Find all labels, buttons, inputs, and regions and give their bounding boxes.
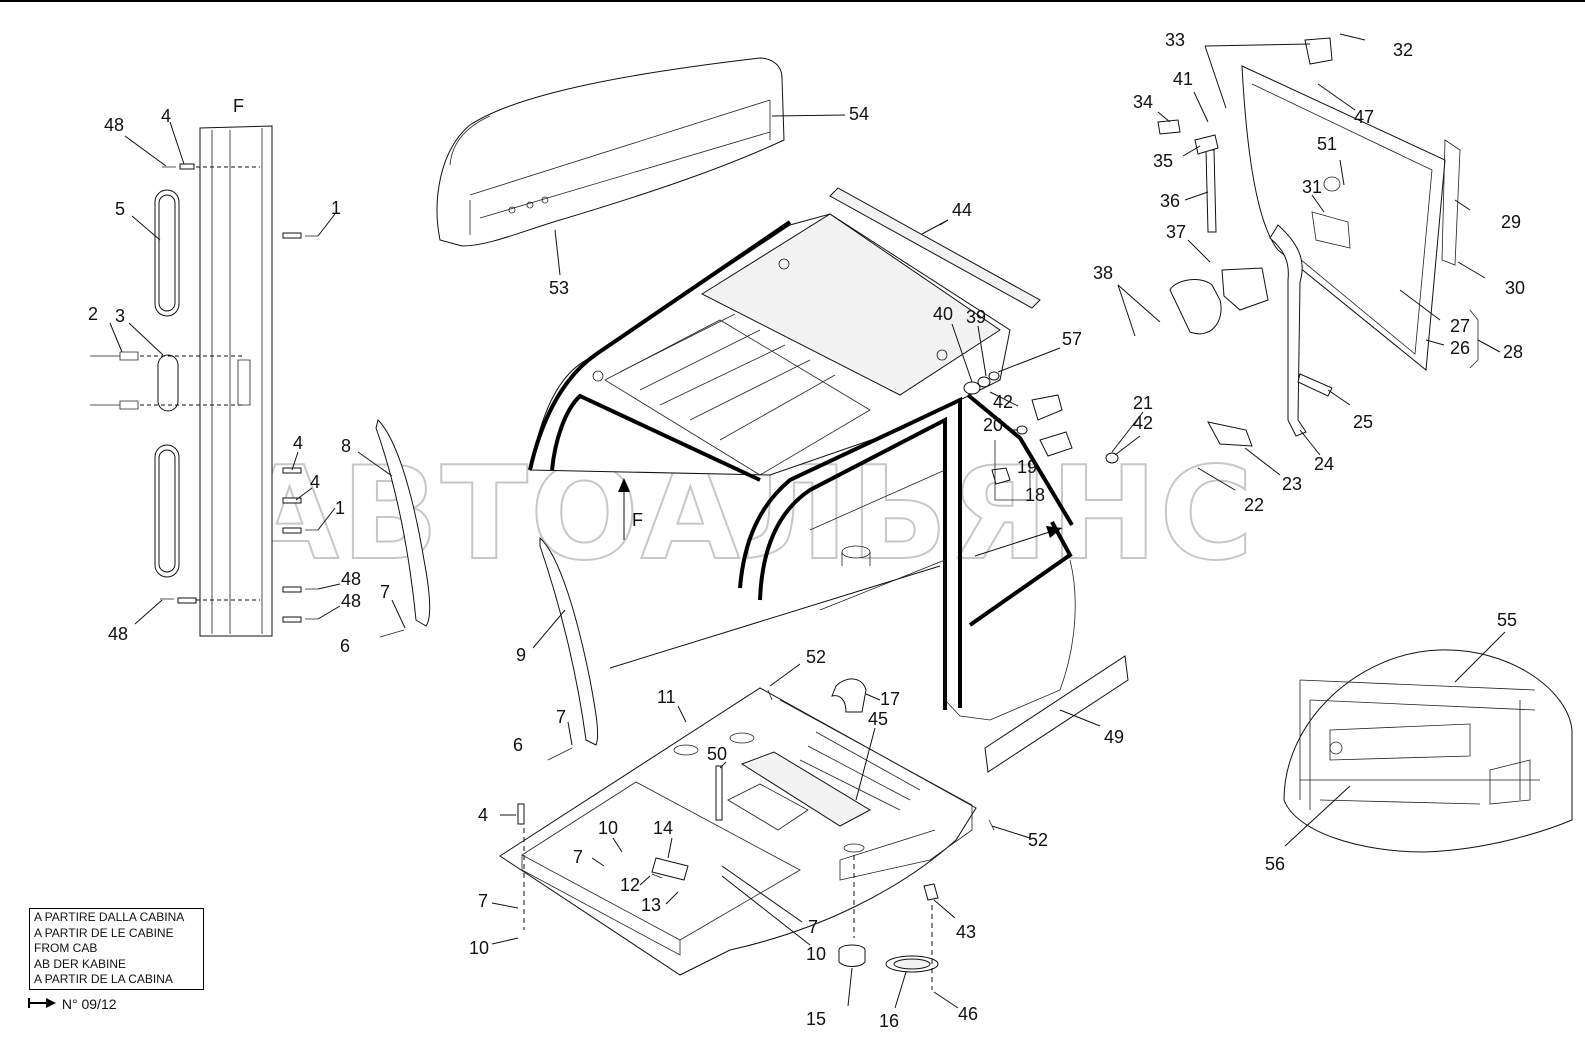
top-rule bbox=[0, 0, 1585, 2]
hinge-parts bbox=[951, 323, 1144, 501]
callout-7: 7 bbox=[573, 847, 583, 867]
note-line-de: AB DER KABINE bbox=[34, 956, 127, 971]
callout-12: 12 bbox=[620, 875, 640, 895]
callout-13: 13 bbox=[641, 895, 661, 915]
callout-11: 11 bbox=[657, 687, 676, 707]
callout-16: 16 bbox=[879, 1011, 899, 1031]
callout-44: 44 bbox=[952, 200, 972, 220]
callout-labels: 1 1 2 3 4 4 4 4 5 6 6 7 7 7 7 7 8 9 10 1… bbox=[88, 30, 1525, 1031]
callout-53: 53 bbox=[549, 278, 569, 298]
leader-54 bbox=[771, 114, 846, 117]
callout-24: 24 bbox=[1314, 454, 1334, 474]
from-cab-note: A PARTIRE DALLA CABINA A PARTIR DE LE CA… bbox=[29, 908, 204, 990]
callout-29: 29 bbox=[1501, 212, 1521, 232]
callout-8: 8 bbox=[341, 436, 351, 456]
serial-note: N° 09/12 bbox=[28, 996, 117, 1012]
callout-47: 47 bbox=[1354, 107, 1374, 127]
callout-41: 41 bbox=[1173, 69, 1193, 89]
leader-53 bbox=[554, 229, 561, 276]
right-door bbox=[1117, 33, 1501, 491]
callout-7: 7 bbox=[478, 891, 488, 911]
callout-10: 10 bbox=[469, 938, 489, 958]
callout-28: 28 bbox=[1503, 342, 1523, 362]
seal-strip bbox=[829, 187, 1041, 309]
view-letter-arrow: F bbox=[632, 510, 643, 530]
callout-3: 3 bbox=[115, 306, 125, 326]
callout-56: 56 bbox=[1265, 854, 1285, 874]
callout-19: 19 bbox=[1017, 457, 1037, 477]
callout-32: 32 bbox=[1393, 40, 1413, 60]
callout-57: 57 bbox=[1062, 329, 1082, 349]
callout-38: 38 bbox=[1093, 263, 1113, 283]
callout-48: 48 bbox=[108, 624, 128, 644]
callout-4: 4 bbox=[478, 805, 488, 825]
callout-15: 15 bbox=[806, 1009, 826, 1029]
side-pillars bbox=[357, 419, 599, 761]
callout-50: 50 bbox=[707, 744, 727, 764]
callout-36: 36 bbox=[1160, 191, 1180, 211]
callout-7: 7 bbox=[556, 707, 566, 727]
detail-inset bbox=[1283, 631, 1573, 853]
callout-40: 40 bbox=[933, 304, 953, 324]
view-letter-column: F bbox=[233, 96, 244, 116]
callout-33: 33 bbox=[1165, 30, 1185, 50]
note-line-fr: A PARTIR DE LE CABINE bbox=[34, 925, 174, 940]
callout-30: 30 bbox=[1505, 278, 1525, 298]
callout-51: 51 bbox=[1317, 134, 1337, 154]
callout-37: 37 bbox=[1166, 222, 1186, 242]
note-line-en: FROM CAB bbox=[34, 941, 98, 955]
callout-48: 48 bbox=[341, 569, 361, 589]
callout-42: 42 bbox=[1133, 413, 1153, 433]
callout-23: 23 bbox=[1282, 474, 1302, 494]
callout-5: 5 bbox=[115, 199, 125, 219]
callout-46: 46 bbox=[958, 1004, 978, 1024]
callout-31: 31 bbox=[1302, 177, 1322, 197]
callout-55: 55 bbox=[1497, 610, 1517, 630]
callout-49: 49 bbox=[1104, 727, 1124, 747]
callout-1: 1 bbox=[335, 498, 345, 518]
callout-1: 1 bbox=[331, 198, 341, 218]
note-line-it: A PARTIRE DALLA CABINA bbox=[34, 910, 185, 924]
callout-52: 52 bbox=[1028, 830, 1048, 850]
callout-34: 34 bbox=[1133, 92, 1153, 112]
serial-arrow-icon bbox=[28, 998, 56, 1008]
callout-14: 14 bbox=[653, 818, 673, 838]
callout-7: 7 bbox=[380, 582, 390, 602]
callout-4: 4 bbox=[293, 433, 303, 453]
callout-25: 25 bbox=[1353, 412, 1373, 432]
callout-26: 26 bbox=[1450, 338, 1470, 358]
callout-52: 52 bbox=[806, 647, 826, 667]
callout-27: 27 bbox=[1450, 316, 1470, 336]
floor-plate bbox=[491, 655, 1129, 1009]
note-line-es: A PARTIR DE LA CABINA bbox=[34, 972, 173, 986]
door-column bbox=[90, 121, 341, 637]
callout-10: 10 bbox=[598, 818, 618, 838]
serial-number: N° 09/12 bbox=[61, 996, 117, 1012]
roof-shell bbox=[436, 57, 846, 276]
callout-48: 48 bbox=[341, 591, 361, 611]
callout-42: 42 bbox=[993, 392, 1013, 412]
callout-9: 9 bbox=[516, 645, 526, 665]
callout-10: 10 bbox=[806, 944, 826, 964]
callout-35: 35 bbox=[1153, 151, 1173, 171]
callout-6: 6 bbox=[340, 636, 350, 656]
callout-18: 18 bbox=[1025, 485, 1045, 505]
callout-7: 7 bbox=[808, 917, 818, 937]
callout-2: 2 bbox=[88, 304, 98, 324]
callout-17: 17 bbox=[880, 689, 900, 709]
callout-39: 39 bbox=[966, 307, 986, 327]
callout-4: 4 bbox=[161, 106, 171, 126]
callout-21: 21 bbox=[1133, 393, 1153, 413]
callout-4: 4 bbox=[310, 472, 320, 492]
callout-20: 20 bbox=[983, 415, 1003, 435]
callout-48: 48 bbox=[104, 115, 124, 135]
callout-22: 22 bbox=[1244, 495, 1264, 515]
callout-45: 45 bbox=[868, 709, 888, 729]
callout-43: 43 bbox=[956, 922, 976, 942]
cab-frame bbox=[528, 213, 1076, 721]
callout-6: 6 bbox=[513, 735, 523, 755]
callout-54: 54 bbox=[849, 104, 869, 124]
